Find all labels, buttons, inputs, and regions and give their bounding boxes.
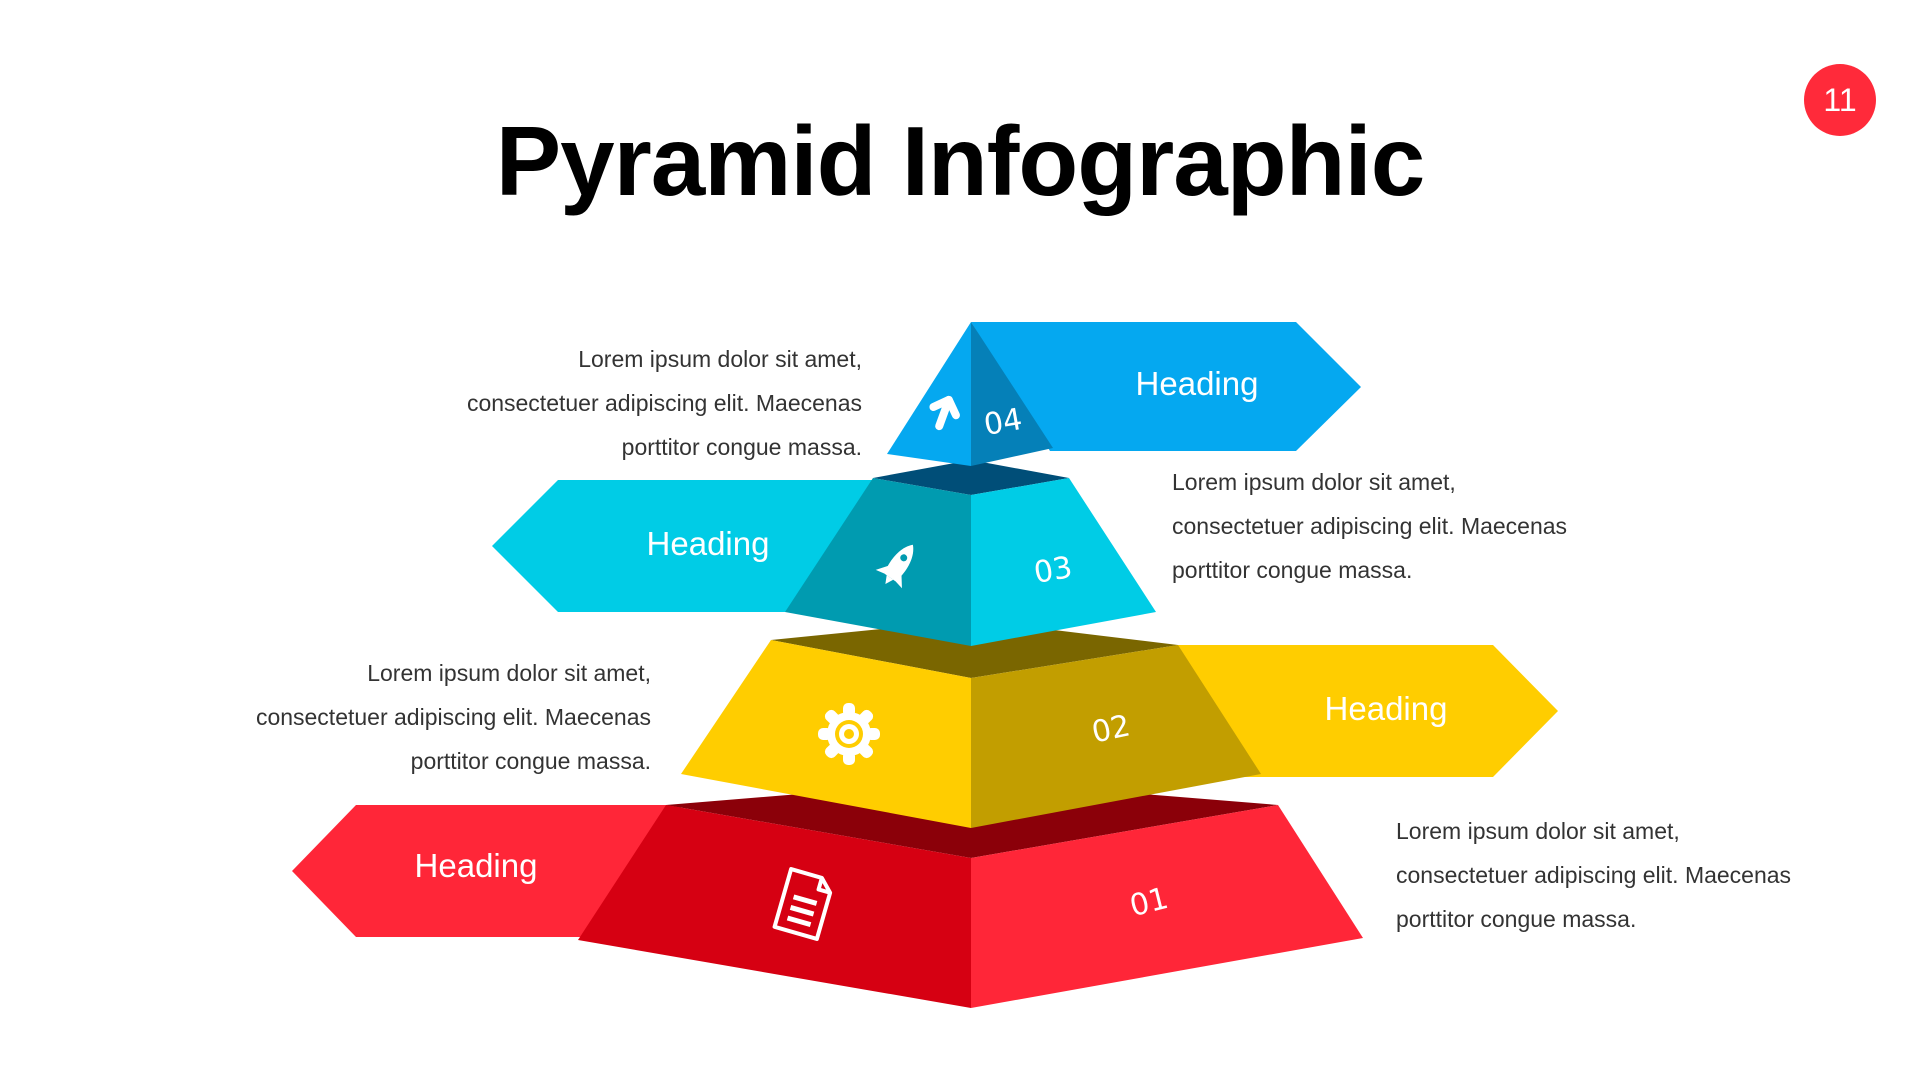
tier-3-heading-tag	[492, 480, 880, 612]
tier-4-right-face	[971, 322, 1053, 466]
tier-4-left-face	[887, 322, 971, 466]
page-number-badge: 11	[1804, 64, 1876, 136]
tier-1-description: Lorem ipsum dolor sit amet, consectetuer…	[1396, 809, 1836, 941]
desc-line: porttitor congue massa.	[621, 434, 862, 460]
desc-line: porttitor congue massa.	[1172, 557, 1413, 583]
gear-icon	[818, 703, 880, 765]
tier-1-left-face	[578, 805, 971, 1008]
tier-4-description: Lorem ipsum dolor sit amet, consectetuer…	[422, 337, 862, 469]
desc-line: porttitor congue massa.	[1396, 906, 1637, 932]
tier-2-top-face	[771, 620, 1178, 678]
desc-line: Lorem ipsum dolor sit amet,	[1396, 818, 1680, 844]
tier-3-description: Lorem ipsum dolor sit amet, consectetuer…	[1172, 460, 1612, 592]
tier-4-heading: Heading	[1135, 365, 1259, 402]
tier-1-heading: Heading	[414, 847, 538, 884]
desc-line: consectetuer adipiscing elit. Maecenas	[255, 704, 651, 730]
desc-line: Lorem ipsum dolor sit amet,	[578, 346, 862, 372]
desc-line: consectetuer adipiscing elit. Maecenas	[1396, 862, 1792, 888]
tier-3-top-face	[873, 460, 1069, 495]
rocket-icon	[875, 544, 914, 589]
tier-2-description: Lorem ipsum dolor sit amet, consectetuer…	[211, 651, 651, 783]
document-icon	[772, 867, 833, 941]
arrow-up-icon	[929, 395, 960, 431]
tier-3-heading: Heading	[646, 525, 770, 562]
tier-1-heading-tag	[292, 805, 680, 937]
tier-2-heading: Heading	[1324, 690, 1448, 727]
tier-2-right-face	[971, 645, 1261, 828]
desc-line: Lorem ipsum dolor sit amet,	[1172, 469, 1456, 495]
desc-line: consectetuer adipiscing elit. Maecenas	[1172, 513, 1568, 539]
desc-line: Lorem ipsum dolor sit amet,	[367, 660, 651, 686]
tier-4-number: 04	[981, 401, 1025, 444]
desc-line: consectetuer adipiscing elit. Maecenas	[466, 390, 862, 416]
tier-2-heading-tag	[1170, 645, 1558, 777]
desc-line: porttitor congue massa.	[410, 748, 651, 774]
tier-3-number: 03	[1031, 549, 1075, 592]
tier-3-right-face	[971, 478, 1156, 646]
tier-1-right-face	[971, 805, 1363, 1008]
tier-3-left-face	[785, 478, 971, 646]
slide-title: Pyramid Infographic	[495, 106, 1426, 216]
tier-4-heading-tag	[971, 322, 1361, 451]
